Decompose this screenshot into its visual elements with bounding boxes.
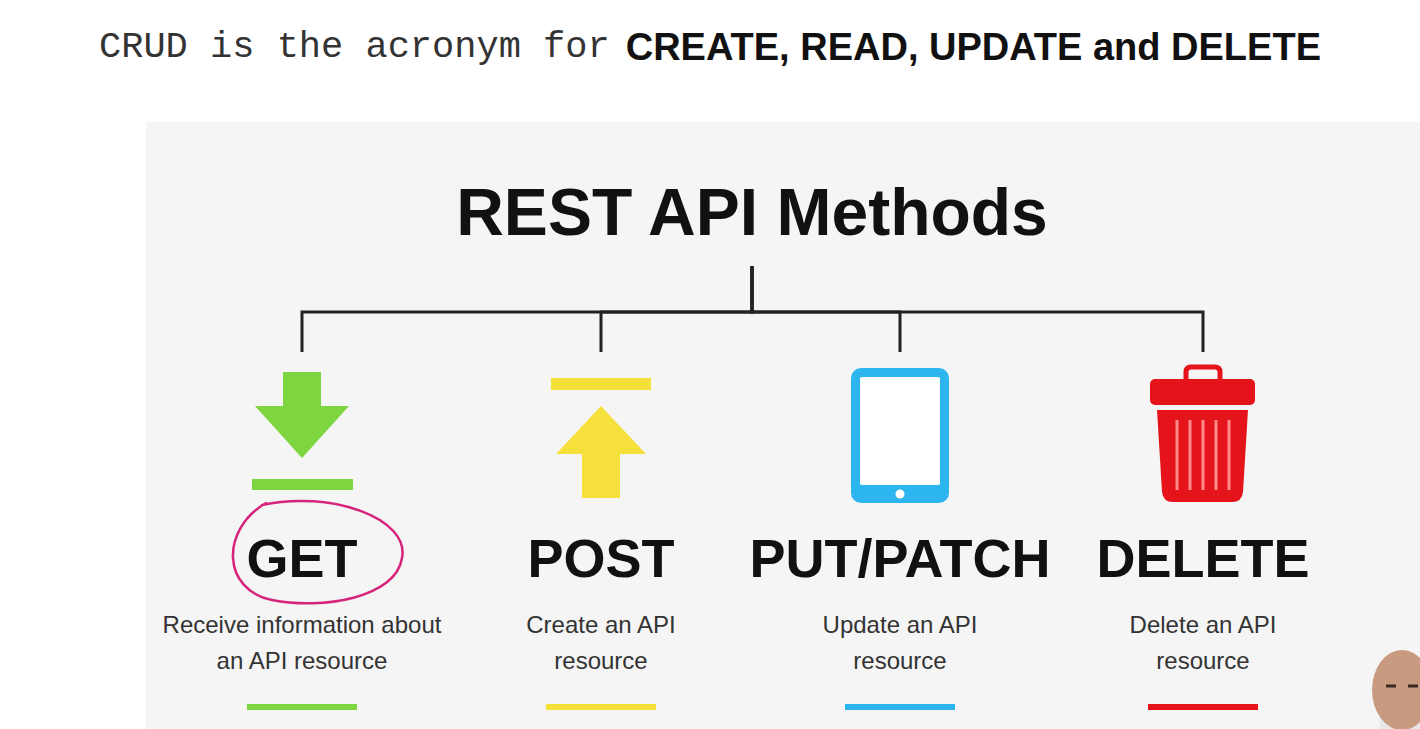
trash-handle bbox=[1186, 367, 1220, 381]
heading-text: REST API Methods bbox=[456, 172, 1048, 252]
download-icon bbox=[252, 372, 353, 490]
trash-lid bbox=[1150, 379, 1255, 405]
tablet-button bbox=[896, 490, 905, 499]
slide-panel bbox=[146, 122, 1420, 729]
underline-bar bbox=[247, 704, 357, 710]
method-description: Create an API resource bbox=[501, 607, 701, 679]
method-node: DELETE Delete an API resource bbox=[1096, 352, 1309, 679]
tree-connector bbox=[752, 266, 1203, 352]
trash-stripe bbox=[1215, 420, 1218, 490]
icon-bar bbox=[252, 479, 353, 490]
method-description: Delete an API resource bbox=[1103, 607, 1303, 679]
tablet-icon bbox=[851, 368, 949, 503]
method-name: DELETE bbox=[1096, 527, 1309, 589]
caption-row: CRUD is the acronym for CREATE, READ, UPD… bbox=[0, 22, 1420, 72]
method-name: POST bbox=[527, 527, 674, 589]
eye bbox=[1408, 685, 1418, 688]
trash-stripe bbox=[1189, 420, 1192, 490]
upload-icon bbox=[551, 378, 651, 498]
method-node: PUT/PATCH Update an API resource bbox=[750, 352, 1051, 679]
method-node: POST Create an API resource bbox=[501, 352, 701, 679]
caption-text: CRUD is the acronym for bbox=[99, 22, 610, 72]
arrow-shaft bbox=[283, 372, 321, 408]
trash-icon bbox=[1150, 367, 1255, 502]
caption-emphasis: CREATE, READ, UPDATE and DELETE bbox=[626, 22, 1321, 72]
trash-stripes bbox=[1177, 420, 1229, 490]
arrow-head bbox=[556, 406, 646, 454]
method-name: GET bbox=[246, 527, 357, 589]
tree-connector bbox=[601, 266, 752, 352]
heading-node: REST API Methods bbox=[450, 172, 1054, 266]
trash-stripe bbox=[1202, 420, 1205, 490]
tablet-frame bbox=[851, 368, 949, 503]
head bbox=[1372, 650, 1420, 729]
icon-bar bbox=[551, 378, 651, 390]
annotation-circle bbox=[233, 501, 403, 603]
tree-connector bbox=[752, 266, 900, 352]
tree-connector bbox=[302, 266, 752, 352]
trash-body bbox=[1157, 410, 1248, 502]
trash-stripe bbox=[1176, 420, 1179, 490]
underline-bar bbox=[1148, 704, 1258, 710]
method-description: Receive information about an API resourc… bbox=[162, 607, 442, 679]
method-description: Update an API resource bbox=[800, 607, 1000, 679]
arrow-head bbox=[255, 406, 349, 458]
trash-stripe bbox=[1228, 420, 1231, 490]
arrow-shaft bbox=[582, 453, 620, 498]
presenter-face bbox=[1372, 650, 1420, 729]
method-name: PUT/PATCH bbox=[750, 527, 1051, 589]
method-node: GET Receive information about an API reso… bbox=[162, 352, 442, 679]
underline-bar bbox=[546, 704, 656, 710]
tablet-screen bbox=[860, 377, 940, 485]
eye bbox=[1386, 685, 1396, 688]
underline-bar bbox=[845, 704, 955, 710]
